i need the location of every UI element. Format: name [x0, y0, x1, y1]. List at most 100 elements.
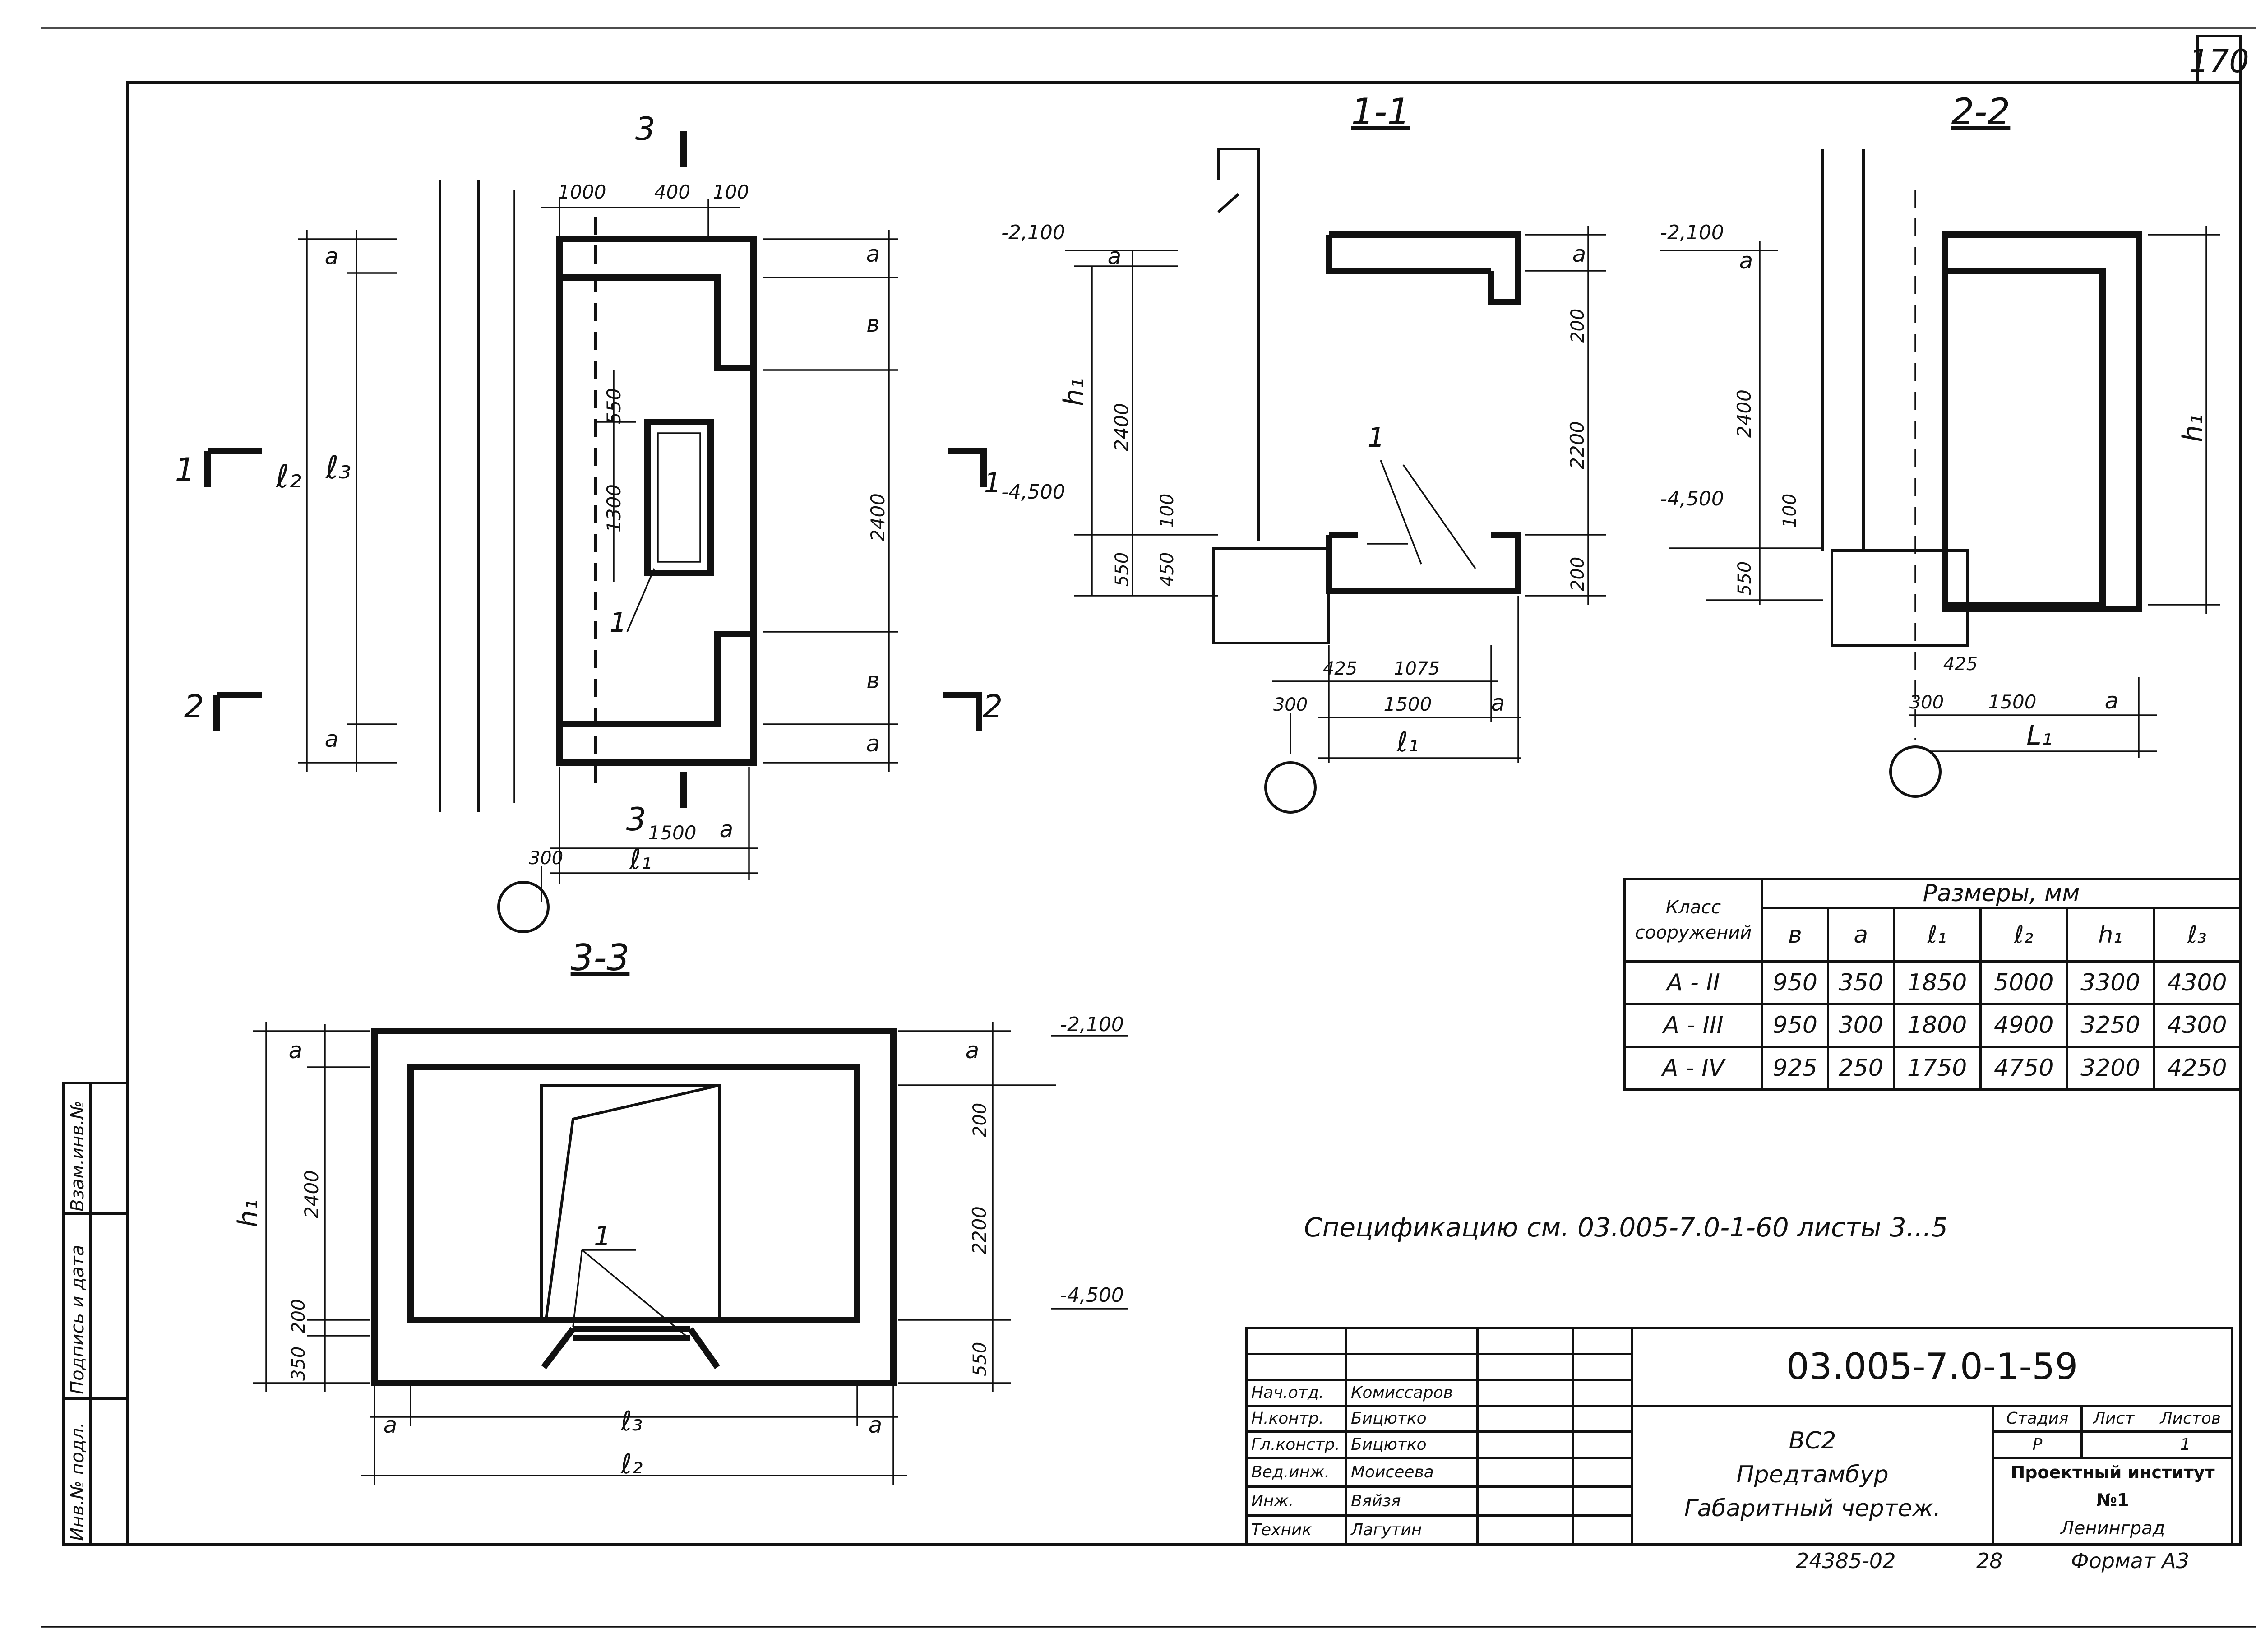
s33-dim-200: 200	[288, 1299, 309, 1333]
s33-dim-2400: 2400	[300, 1170, 323, 1218]
copy-inventory: 24385-02	[1796, 1549, 1895, 1573]
side-replace: Взам.инв.№	[67, 1101, 88, 1212]
spec-cell: 3250	[2066, 1003, 2155, 1048]
section-2-2	[1660, 149, 2220, 798]
s33-letter-a-bl: a	[384, 1412, 398, 1438]
s33-dim-550: 550	[970, 1342, 990, 1376]
spec-header-sizes: Размеры, мм	[1761, 878, 2242, 909]
s11-dim-1075: 1075	[1394, 658, 1440, 679]
plan-letter-l1: ℓ₁	[629, 844, 652, 875]
s33-callout-1: 1	[594, 1221, 611, 1252]
title-line-2: Предтамбур	[1736, 1461, 1889, 1489]
page-number: 170	[2189, 43, 2249, 80]
spec-row-class: А - II	[1623, 960, 1763, 1005]
title-line-3: Габаритный чертеж.	[1684, 1495, 1941, 1522]
s11-dim-a-r: a	[1572, 241, 1586, 267]
s11-letter-l1: ℓ₁	[1396, 727, 1419, 758]
spec-note: Спецификацию см. 03.005-7.0-1-60 листы 3…	[1304, 1212, 1948, 1243]
s11-dim-200-top: 200	[1567, 309, 1588, 343]
s22-letter-a-bot: a	[2105, 688, 2119, 714]
plan-letter-a-rb: a	[866, 731, 880, 757]
s11-level-top: -2,100	[1001, 221, 1065, 244]
org-city: Ленинград	[2060, 1518, 2165, 1539]
spec-cell: 950	[1761, 960, 1829, 1005]
s22-h1: h₁	[2177, 414, 2209, 442]
s33-h1: h₁	[232, 1199, 264, 1227]
plan-letter-l2: ℓ₂	[276, 458, 302, 495]
plan-dim-1500: 1500	[648, 822, 697, 844]
spec-header-class: Класс сооружений	[1623, 878, 1763, 963]
spec-cell: 925	[1761, 1046, 1829, 1091]
person-name: Бицютко	[1345, 1404, 1479, 1433]
s11-cut-1: 1	[984, 467, 1001, 499]
s33-dim-2200: 2200	[968, 1206, 990, 1254]
s33-level-top: -2,100	[1060, 1013, 1124, 1036]
s22-dim-2400: 2400	[1733, 389, 1755, 438]
s33-letter-l2: ℓ₂	[620, 1448, 643, 1480]
s22-level-bottom: -4,500	[1660, 487, 1724, 510]
s11-letter-a: a	[1108, 243, 1122, 269]
spec-col: в	[1761, 907, 1829, 963]
plan-letter-a-rt: a	[866, 241, 880, 267]
spec-row-class: А - III	[1623, 1003, 1763, 1048]
s22-dim-425: 425	[1943, 654, 1978, 675]
plan-dim-300: 300	[529, 848, 563, 869]
sheet-label: Лист	[2093, 1409, 2135, 1428]
role: Инж.	[1245, 1485, 1347, 1517]
spec-col: ℓ₁	[1892, 907, 1982, 963]
spec-cell: 4250	[2152, 1046, 2242, 1091]
drawing-frame	[126, 81, 2242, 1546]
spec-cell: 4300	[2152, 1003, 2242, 1048]
s33-letter-a: a	[289, 1037, 303, 1064]
s11-dim-2400: 2400	[1110, 403, 1133, 451]
table-row: А - IV 925 250 1750 4750 3200 4250	[1623, 1046, 2242, 1091]
stage-label: Стадия	[1992, 1404, 2083, 1433]
plan-cut-3-bottom: 3	[626, 801, 647, 838]
s22-level-top: -2,100	[1660, 221, 1724, 244]
sheets-label: Листов	[2160, 1409, 2221, 1428]
spec-cell: 4900	[1979, 1003, 2068, 1048]
section-3-3	[253, 1022, 1128, 1485]
s11-dim-450: 450	[1157, 552, 1178, 587]
sheets-count: 1	[2180, 1435, 2191, 1454]
s22-letter-a: a	[1739, 248, 1753, 274]
plan-dim-400: 400	[654, 181, 690, 203]
axis-bubble-22	[1889, 745, 1942, 798]
s11-title: 1-1	[1351, 91, 1410, 133]
spec-cell: 1800	[1892, 1003, 1982, 1048]
s33-level-bottom: -4,500	[1060, 1284, 1124, 1307]
spec-cell: 1850	[1892, 960, 1982, 1005]
s33-letter-l3: ℓ₃	[620, 1406, 643, 1437]
title-line-1: ВС2	[1789, 1427, 1836, 1454]
s22-dim-550: 550	[1734, 561, 1755, 596]
person-name: Моисеева	[1345, 1456, 1479, 1488]
org-name: Проектный институт №1	[2011, 1462, 2215, 1510]
s11-dim-2200: 2200	[1566, 421, 1588, 469]
spec-cell: 950	[1761, 1003, 1829, 1048]
s11-dim-425: 425	[1323, 658, 1357, 679]
s11-letter-a-bot: a	[1491, 690, 1505, 716]
plan-cut-2-left: 2	[184, 688, 204, 725]
spec-cell: 300	[1826, 1003, 1895, 1048]
plan-cut-3-top: 3	[635, 111, 656, 148]
role: Техник	[1245, 1514, 1347, 1546]
side-inv: Инв.№ подл.	[67, 1422, 88, 1541]
s11-dim-550: 550	[1112, 552, 1133, 587]
plan-cut-1: 1	[175, 451, 195, 488]
axis-bubble	[497, 881, 550, 933]
plan-letter-b-rb: в	[866, 667, 879, 694]
s33-dim-350: 350	[288, 1347, 309, 1381]
plan-dim-1000: 1000	[558, 181, 606, 203]
spec-col: a	[1826, 907, 1895, 963]
s11-level-bottom: -4,500	[1001, 481, 1065, 504]
plan-dim-550: 550	[603, 388, 625, 424]
person-name: Лагутин	[1345, 1514, 1479, 1546]
spec-cell: 3200	[2066, 1046, 2155, 1091]
spec-col: h₁	[2066, 907, 2155, 963]
spec-cell: 350	[1826, 960, 1895, 1005]
s22-title: 2-2	[1951, 91, 2011, 133]
s33-title: 3-3	[571, 937, 630, 979]
spec-cell: 4750	[1979, 1046, 2068, 1091]
plan-letter-b-rt: в	[866, 311, 879, 337]
spec-table: Класс сооружений Размеры, мм в a ℓ₁ ℓ₂ h…	[1623, 878, 2242, 1091]
